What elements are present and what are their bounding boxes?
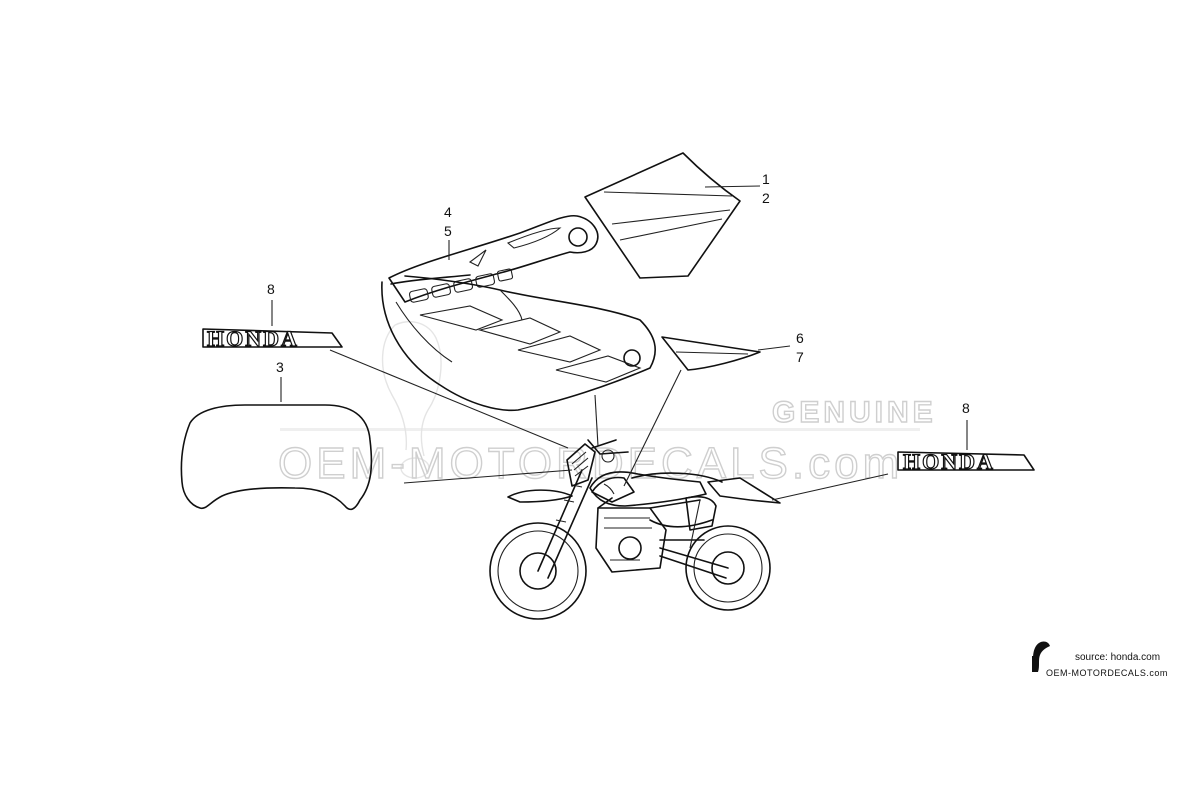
part-4-5-shroud-decal [388, 214, 599, 303]
callout-number-3: 3 [276, 359, 284, 375]
callout-number-6: 6 [796, 330, 804, 346]
shroud-panel-lower [381, 275, 656, 412]
callout-3: 3 [276, 359, 284, 402]
source-credit: source: honda.com OEM-MOTORDECALS.com [1032, 641, 1168, 678]
credit-logo-icon [1032, 641, 1050, 672]
callout-6-7: 6 7 [757, 330, 804, 365]
callout-8-right: 8 [962, 400, 970, 450]
watermark: GENUINE OEM-MOTORDECALS.com [277, 321, 937, 489]
model-lettering-graphic [408, 268, 514, 303]
emblem-right-text: HONDA [903, 449, 995, 474]
callout-number-5: 5 [444, 223, 452, 239]
part-1-2-stripe-panel [584, 152, 741, 279]
callout-4-5: 4 5 [444, 204, 452, 260]
credit-site-text: OEM-MOTORDECALS.com [1046, 668, 1168, 678]
front-wheel [489, 522, 587, 620]
watermark-top: GENUINE [772, 396, 937, 429]
motorcycle-illustration [489, 439, 781, 620]
callout-1-2: 1 2 [704, 171, 770, 206]
leader-lines [329, 349, 889, 501]
callout-number-1: 1 [762, 171, 770, 187]
callout-number-7: 7 [796, 349, 804, 365]
part-8-emblem-left: HONDA [202, 325, 343, 352]
callout-number-8-left: 8 [267, 281, 275, 297]
watermark-rider-silhouette [381, 321, 442, 479]
emblem-left-text: HONDA [207, 326, 299, 351]
callout-number-2: 2 [762, 190, 770, 206]
callout-number-8-right: 8 [962, 400, 970, 416]
watermark-rule [280, 428, 920, 431]
rear-wheel [685, 525, 771, 611]
credit-source-text: source: honda.com [1075, 652, 1160, 663]
part-8-emblem-right: HONDA [897, 448, 1035, 475]
part-6-7-side-triangle [661, 336, 761, 371]
callout-8-left: 8 [267, 281, 275, 326]
callout-number-4: 4 [444, 204, 452, 220]
part-3-number-plate [180, 404, 373, 511]
